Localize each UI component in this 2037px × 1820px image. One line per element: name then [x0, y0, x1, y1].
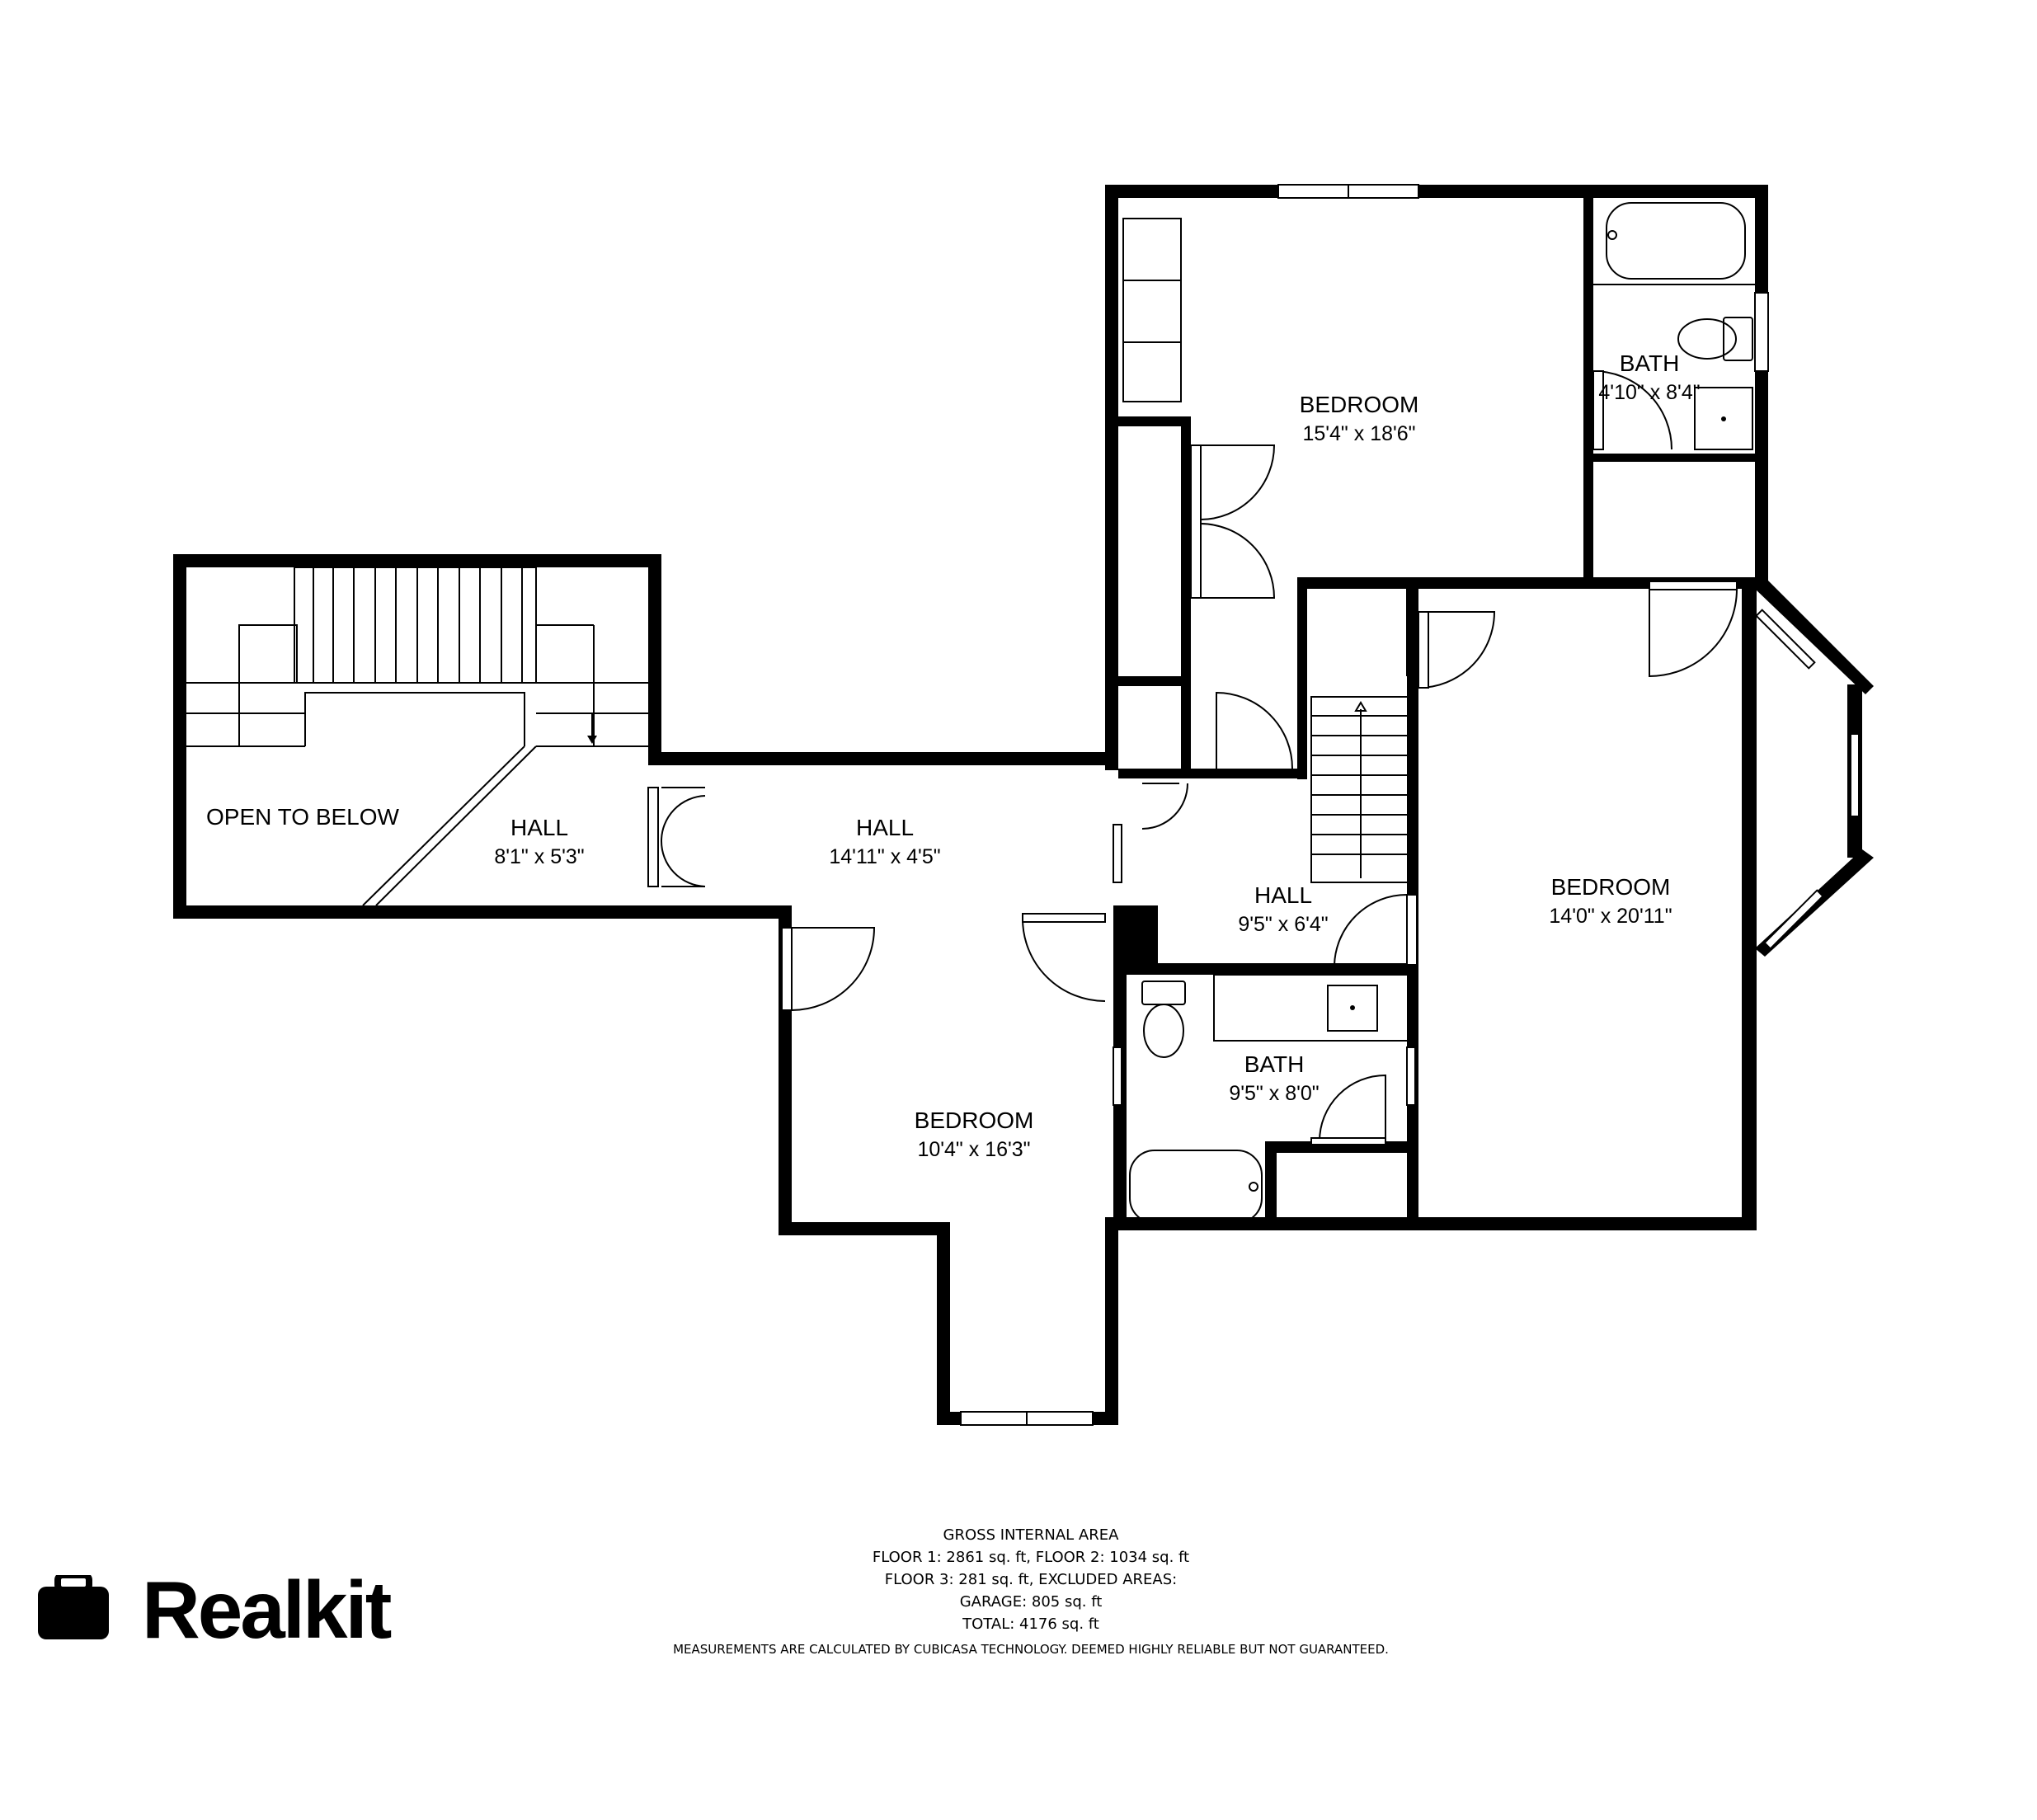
- area-line: FLOOR 1: 2861 sq. ft, FLOOR 2: 1034 sq. …: [872, 1549, 1190, 1566]
- walls: [173, 185, 1768, 1425]
- brand-name: Realkit: [142, 1564, 392, 1655]
- fixtures: [1122, 202, 1755, 1224]
- windows: [960, 184, 1769, 1426]
- room-name-hall-center: HALL: [1254, 882, 1312, 908]
- stairs-open-to-below: [186, 567, 648, 906]
- room-dims-bath-master: 4'10" x 8'4": [1598, 381, 1700, 404]
- area-line: FLOOR 3: 281 sq. ft, EXCLUDED AREAS:: [884, 1571, 1178, 1588]
- room-dims-bedroom-east: 14'0" x 20'11": [1549, 905, 1672, 928]
- room-dims-hall-long: 14'11" x 4'5": [829, 845, 940, 868]
- doors: [647, 370, 1738, 1145]
- area-line: TOTAL: 4176 sq. ft: [962, 1615, 1099, 1633]
- room-name-hall-long: HALL: [856, 815, 914, 840]
- area-summary: GROSS INTERNAL AREA FLOOR 1: 2861 sq. ft…: [495, 1524, 1567, 1661]
- room-dims-bedroom-master: 15'4" x 18'6": [1302, 422, 1415, 445]
- room-dims-bath-hall: 9'5" x 8'0": [1229, 1082, 1319, 1105]
- stairs-center: [1310, 696, 1411, 883]
- area-line: GROSS INTERNAL AREA: [943, 1526, 1119, 1544]
- room-name-bath-master: BATH: [1620, 350, 1680, 376]
- area-line: GARAGE: 805 sq. ft: [959, 1593, 1103, 1611]
- room-name-bath-hall: BATH: [1244, 1051, 1305, 1077]
- room-name-hall-stair: HALL: [510, 815, 568, 840]
- room-dims-hall-center: 9'5" x 6'4": [1238, 913, 1328, 936]
- disclaimer: MEASUREMENTS ARE CALCULATED BY CUBICASA …: [673, 1642, 1389, 1657]
- briefcase-icon: [38, 1575, 109, 1639]
- room-name-bedroom-east: BEDROOM: [1551, 874, 1671, 900]
- room-name-open-to-below: OPEN TO BELOW: [206, 804, 399, 830]
- room-dims-hall-stair: 8'1" x 5'3": [494, 845, 584, 868]
- room-name-bedroom-master: BEDROOM: [1300, 392, 1419, 417]
- room-labels: OPEN TO BELOW HALL 8'1" x 5'3" HALL 14'1…: [206, 350, 1701, 1161]
- room-dims-bedroom-south: 10'4" x 16'3": [917, 1138, 1030, 1161]
- floor-plan: OPEN TO BELOW HALL 8'1" x 5'3" HALL 14'1…: [173, 184, 1874, 1426]
- room-name-bedroom-south: BEDROOM: [915, 1108, 1034, 1133]
- bay-window: [1755, 581, 1874, 957]
